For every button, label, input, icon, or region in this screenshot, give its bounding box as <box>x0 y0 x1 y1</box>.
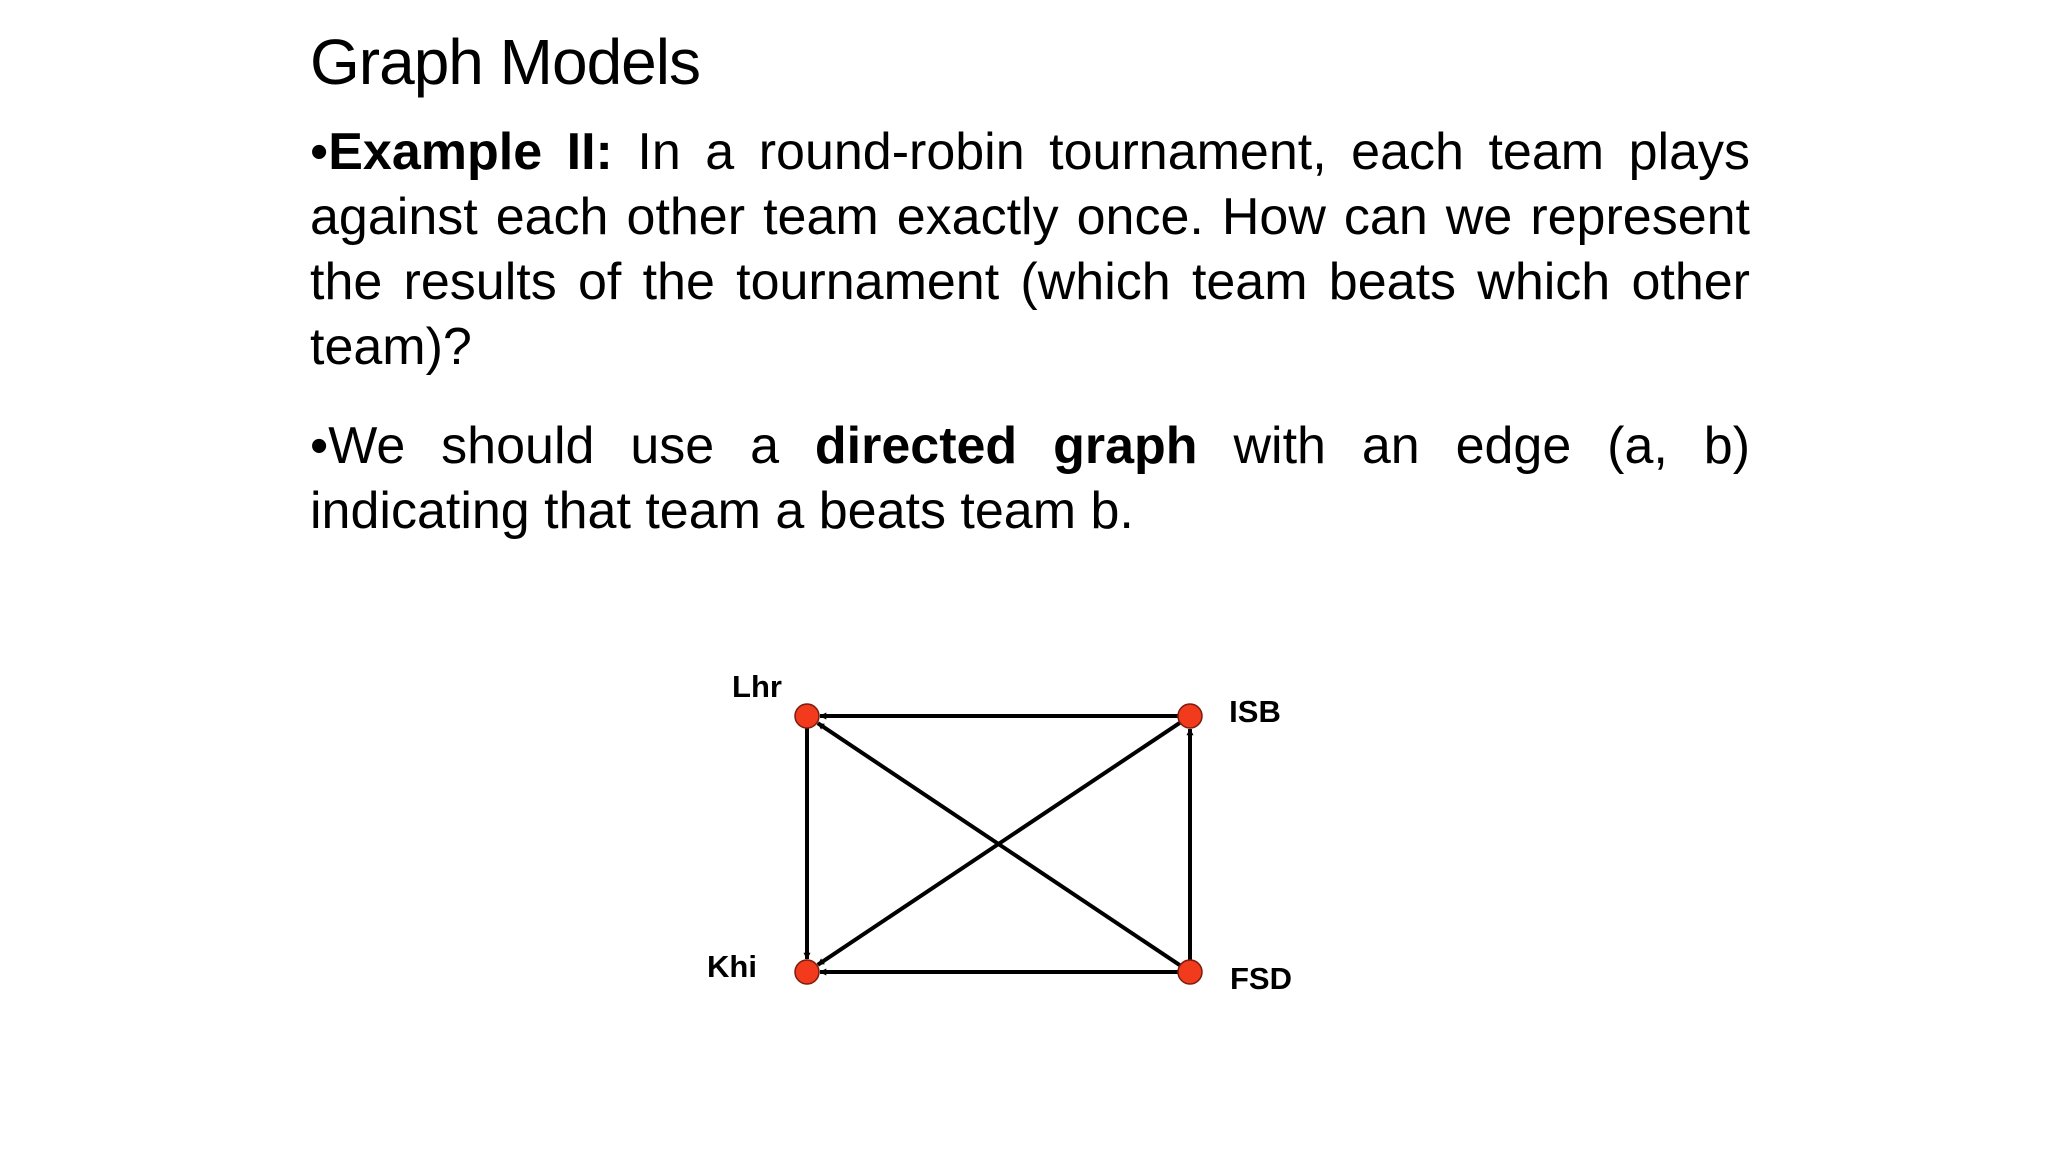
bullet-marker: • <box>310 417 329 475</box>
node-label-khi: Khi <box>707 949 757 984</box>
bullet-bold-lead: Example II: <box>328 123 613 181</box>
nodes-layer <box>794 703 1203 985</box>
bullet-text: In a round-robin tournament, each team p… <box>310 123 1750 376</box>
slide-title: Graph Models <box>310 26 701 98</box>
node-label-lhr: Lhr <box>732 669 782 704</box>
bullet-text-before: We should use a <box>328 417 815 475</box>
node-lhr <box>794 703 820 729</box>
node-fsd <box>1177 959 1203 985</box>
edge-isb-to-khi <box>816 721 1182 967</box>
node-label-isb: ISB <box>1229 694 1281 729</box>
node-label-fsd: FSD <box>1230 961 1292 996</box>
bullet-text-after: with an edge (a, b) indicating that team… <box>310 417 1751 540</box>
bullet-bold-term: directed graph <box>814 417 1198 475</box>
bullet-example-ii: •Example II: In a round-robin tournament… <box>310 120 1750 380</box>
bullet-marker: • <box>310 123 329 181</box>
bullet-directed-graph: •We should use a directed graph with an … <box>310 414 1750 544</box>
node-isb <box>1177 703 1203 729</box>
edges-layer <box>803 712 1194 976</box>
node-khi <box>794 959 820 985</box>
